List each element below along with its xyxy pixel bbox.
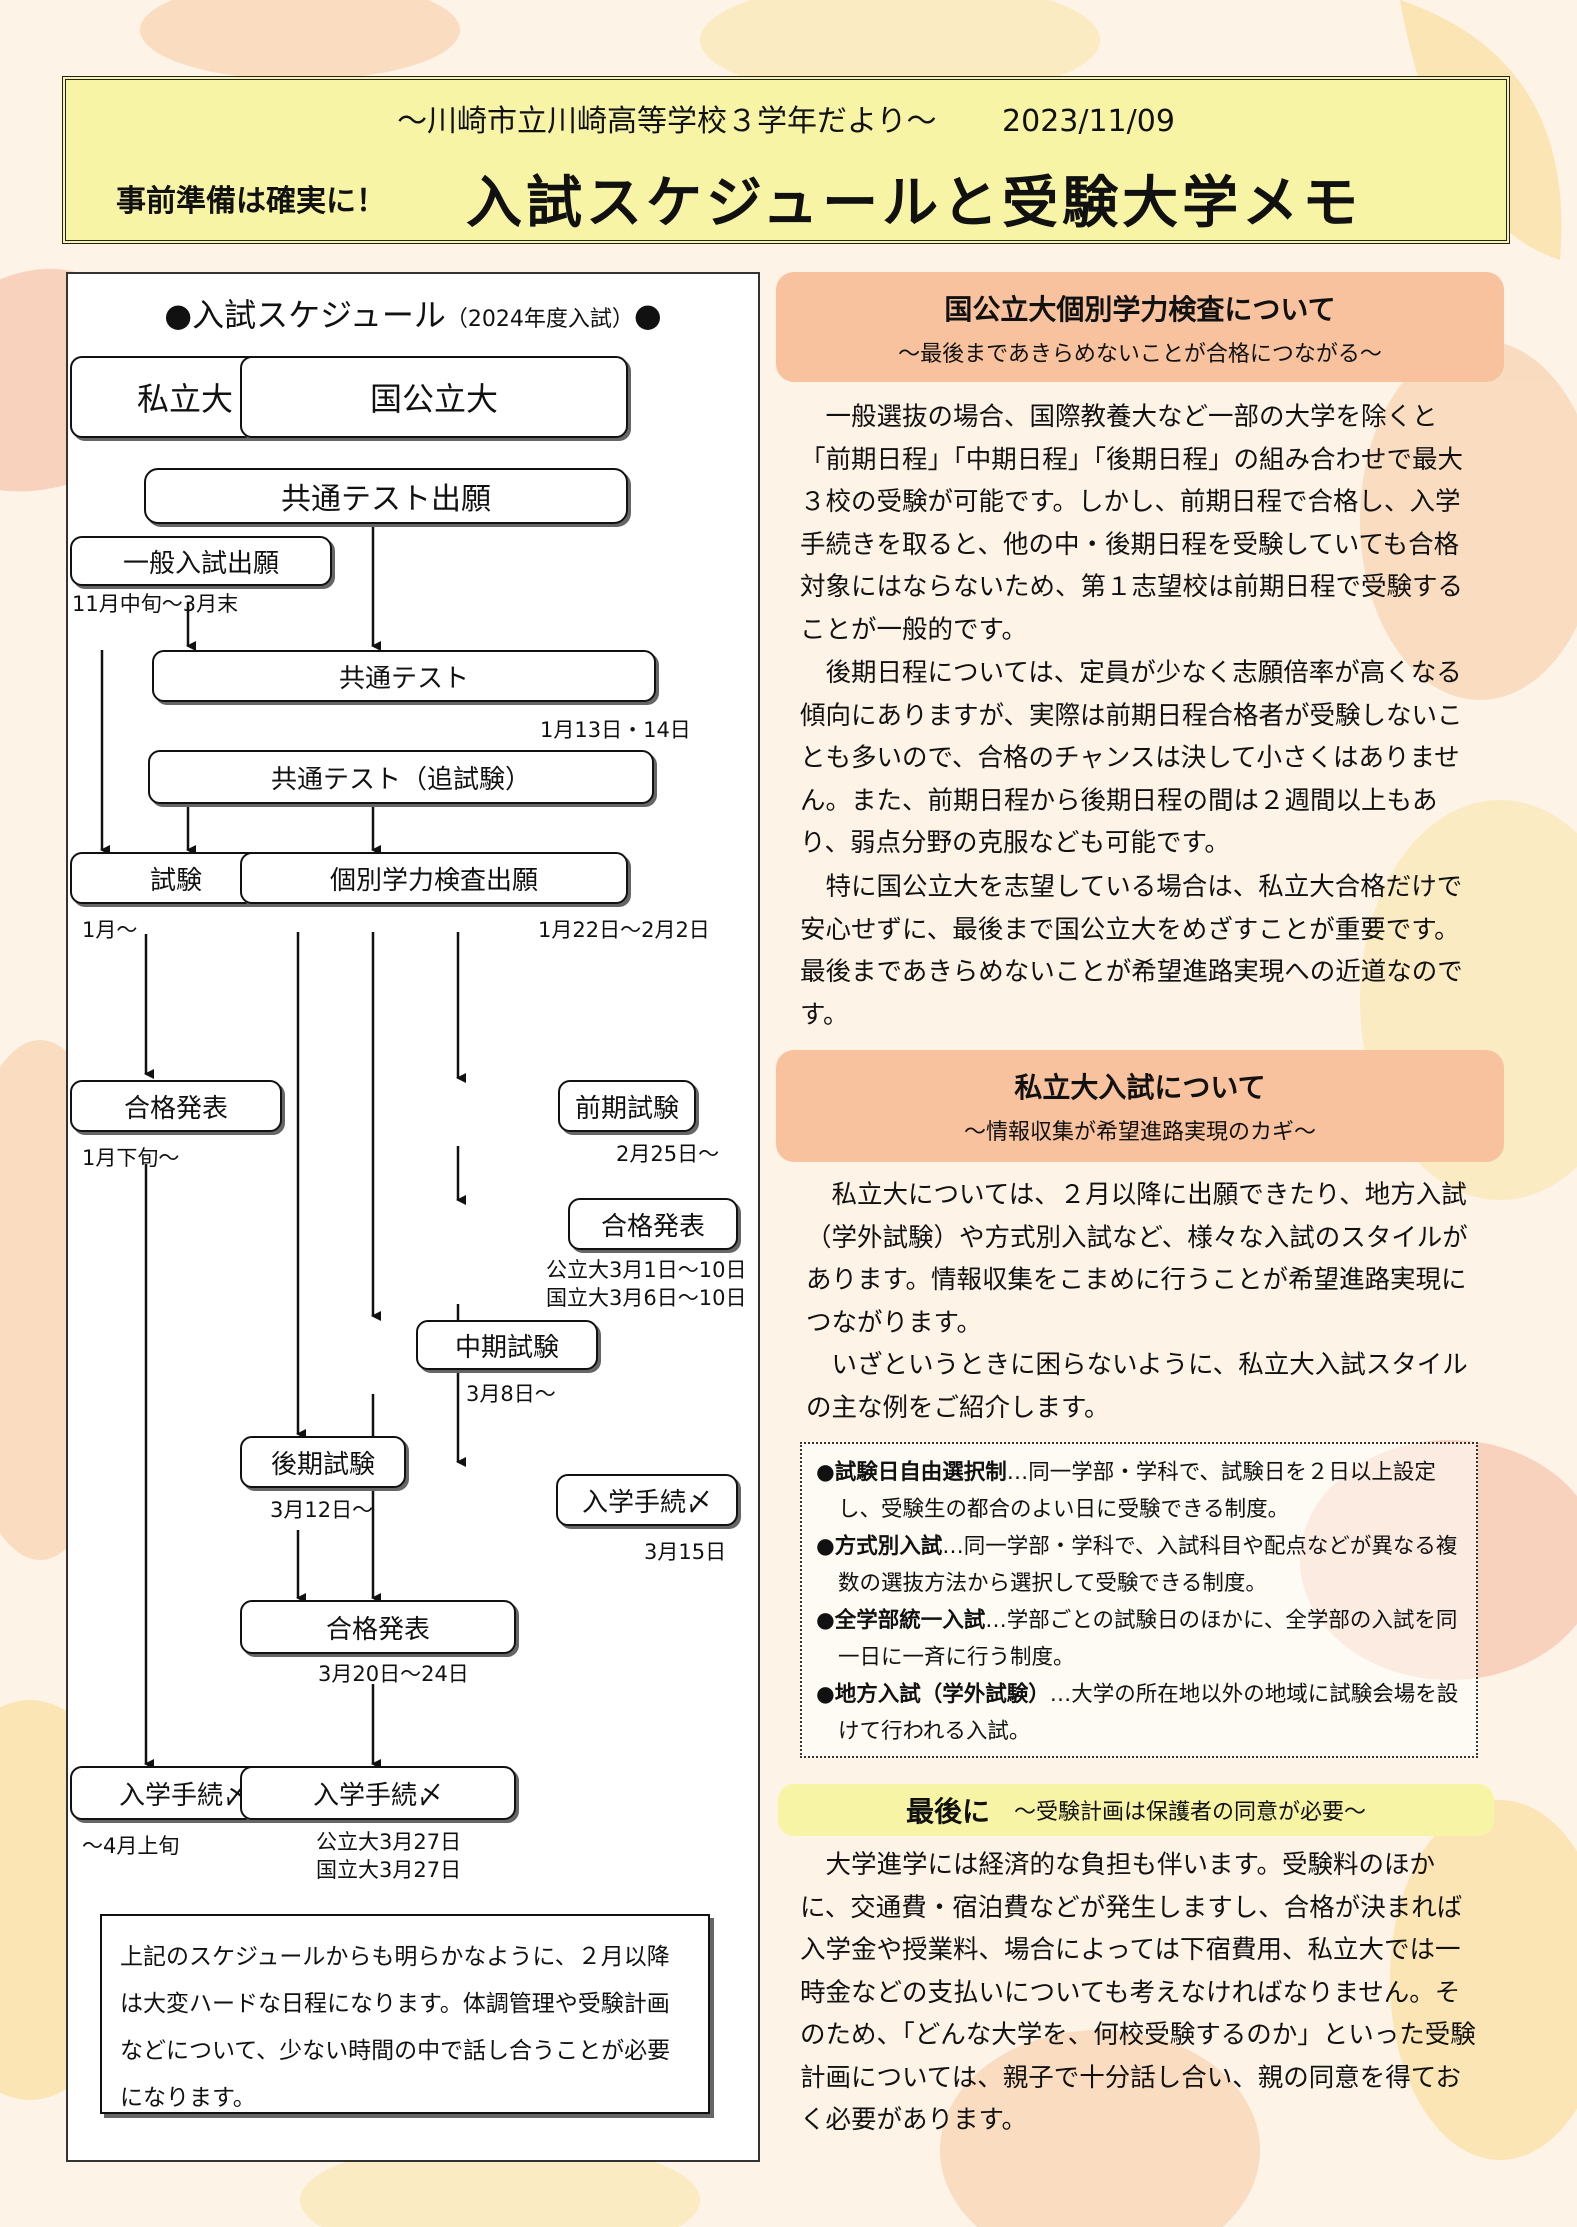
list-item: ●試験日自由選択制…同一学部・学科で、試験日を２日以上設定し、受験生の都合のよい… bbox=[816, 1454, 1462, 1528]
section-private-title: 私立大入試について bbox=[1014, 1071, 1266, 1104]
box-general-apply: 一般入試出願 bbox=[70, 536, 332, 586]
box-mid-exam: 中期試験 bbox=[416, 1320, 598, 1370]
date-national-enrollment-national: 国立大3月27日 bbox=[316, 1858, 462, 1882]
list-item-term: ●試験日自由選択制 bbox=[816, 1460, 1007, 1485]
date-national-enrollment-public: 公立大3月27日 bbox=[316, 1830, 462, 1854]
issue-date: 2023/11/09 bbox=[1002, 104, 1175, 139]
box-early-result: 合格発表 bbox=[568, 1198, 738, 1250]
section-national-header: 国公立大個別学力検査について ～最後まであきらめないことが合格につながる～ bbox=[776, 272, 1504, 382]
schedule-title-text: ●入試スケジュール bbox=[164, 296, 446, 334]
box-common-test: 共通テスト bbox=[152, 650, 656, 702]
section-final-subtitle: ～受験計画は保護者の同意が必要～ bbox=[1014, 1800, 1367, 1825]
newsletter-source: ～川崎市立川崎高等学校３学年だより～ bbox=[397, 104, 937, 139]
date-early-enrollment: 3月15日 bbox=[644, 1540, 727, 1564]
box-individual-apply: 個別学力検査出願 bbox=[240, 852, 628, 904]
section-private-header: 私立大入試について ～情報収集が希望進路実現のカギ～ bbox=[776, 1050, 1504, 1162]
private-paragraph-1: 私立大については、２月以降に出願できたり、地方入試（学外試験）や方式別入試など、… bbox=[806, 1180, 1468, 1338]
box-national-result: 合格発表 bbox=[240, 1600, 516, 1654]
box-national-enrollment: 入学手続〆 bbox=[240, 1766, 516, 1820]
date-early-result-national: 国立大3月6日～10日 bbox=[546, 1286, 747, 1310]
box-early-exam: 前期試験 bbox=[558, 1080, 696, 1132]
date-private-enrollment: ～4月上旬 bbox=[82, 1834, 180, 1858]
box-late-exam: 後期試験 bbox=[240, 1436, 406, 1488]
date-mid-exam: 3月8日～ bbox=[466, 1382, 556, 1406]
final-paragraph: 大学進学には経済的な負担も伴います。受験料のほかに、交通費・宿泊費などが発生しま… bbox=[800, 1850, 1476, 2135]
section-national-title: 国公立大個別学力検査について bbox=[944, 293, 1336, 326]
list-item-term: ●方式別入試 bbox=[816, 1534, 943, 1559]
header-lead: 事前準備は確実に！ bbox=[116, 184, 386, 219]
section-final-header: 最後に ～受験計画は保護者の同意が必要～ bbox=[778, 1784, 1494, 1836]
schedule-title-end: ● bbox=[633, 296, 662, 334]
section-private-subtitle: ～情報収集が希望進路実現のカギ～ bbox=[963, 1120, 1316, 1145]
box-early-enrollment: 入学手続〆 bbox=[556, 1474, 738, 1526]
date-national-result: 3月20日～24日 bbox=[318, 1662, 469, 1686]
date-private-exam: 1月～ bbox=[82, 918, 138, 942]
newsletter-header: ～川崎市立川崎高等学校３学年だより～ 2023/11/09 事前準備は確実に！ … bbox=[62, 76, 1510, 244]
national-paragraph-1: 一般選抜の場合、国際教養大など一部の大学を除くと「前期日程」「中期日程」「後期日… bbox=[800, 402, 1464, 645]
list-item-desc: …大学の所在地以外の地域に試験会場を設けて行われる入試。 bbox=[838, 1682, 1459, 1744]
column-national: 国公立大 bbox=[240, 356, 628, 438]
date-general-apply: 11月中旬～3月末 bbox=[72, 592, 239, 616]
list-item: ●全学部統一入試…学部ごとの試験日のほかに、全学部の入試を同一日に一斉に行う制度… bbox=[816, 1602, 1462, 1676]
box-private-result: 合格発表 bbox=[70, 1080, 282, 1132]
national-paragraph-3: 特に国公立大を志望している場合は、私立大合格だけで安心せずに、最後まで国公立大を… bbox=[800, 872, 1463, 1030]
list-item-term: ●地方入試（学外試験） bbox=[816, 1682, 1050, 1707]
schedule-title-note: （2024年度入試） bbox=[445, 307, 634, 332]
box-common-test-apply: 共通テスト出願 bbox=[144, 468, 628, 524]
header-subtitle-line: ～川崎市立川崎高等学校３学年だより～ 2023/11/09 bbox=[66, 96, 1506, 140]
private-paragraph-2: いざというときに困らないように、私立大入試スタイルの主な例をご紹介します。 bbox=[806, 1350, 1468, 1423]
list-item: ●地方入試（学外試験）…大学の所在地以外の地域に試験会場を設けて行われる入試。 bbox=[816, 1676, 1462, 1750]
date-early-result-public: 公立大3月1日～10日 bbox=[546, 1258, 747, 1282]
schedule-panel: ●入試スケジュール（2024年度入試）● 私立大 国公立大 共通テスト出願 一般… bbox=[66, 272, 760, 2162]
section-national-subtitle: ～最後まであきらめないことが合格につながる～ bbox=[898, 342, 1382, 367]
date-common-test: 1月13日・14日 bbox=[540, 718, 691, 742]
list-item-desc: …学部ごとの試験日のほかに、全学部の入試を同一日に一斉に行う制度。 bbox=[838, 1608, 1458, 1670]
page-title: 入試スケジュールと受験大学メモ bbox=[466, 171, 1363, 236]
box-common-test-makeup: 共通テスト（追試験） bbox=[148, 750, 654, 804]
schedule-title: ●入試スケジュール（2024年度入試）● bbox=[68, 290, 758, 336]
date-private-result: 1月下旬～ bbox=[82, 1146, 180, 1170]
date-late-exam: 3月12日～ bbox=[270, 1498, 374, 1522]
list-item: ●方式別入試…同一学部・学科で、入試科目や配点などが異なる複数の選抜方法から選択… bbox=[816, 1528, 1462, 1602]
section-final-title: 最後に bbox=[905, 1795, 990, 1828]
list-item-desc: …同一学部・学科で、試験日を２日以上設定し、受験生の都合のよい日に受験できる制度… bbox=[838, 1460, 1436, 1522]
list-item-desc: …同一学部・学科で、入試科目や配点などが異なる複数の選抜方法から選択して受験でき… bbox=[838, 1534, 1458, 1596]
national-paragraph-2: 後期日程については、定員が少なく志願倍率が高くなる傾向にありますが、実際は前期日… bbox=[800, 658, 1463, 858]
date-early-exam: 2月25日～ bbox=[616, 1142, 720, 1166]
date-individual-apply: 1月22日～2月2日 bbox=[538, 918, 710, 942]
private-exam-styles-list: ●試験日自由選択制…同一学部・学科で、試験日を２日以上設定し、受験生の都合のよい… bbox=[800, 1442, 1478, 1758]
list-item-term: ●全学部統一入試 bbox=[816, 1608, 986, 1633]
schedule-summary-note: 上記のスケジュールからも明らかなように、２月以降は大変ハードな日程になります。体… bbox=[100, 1914, 710, 2114]
